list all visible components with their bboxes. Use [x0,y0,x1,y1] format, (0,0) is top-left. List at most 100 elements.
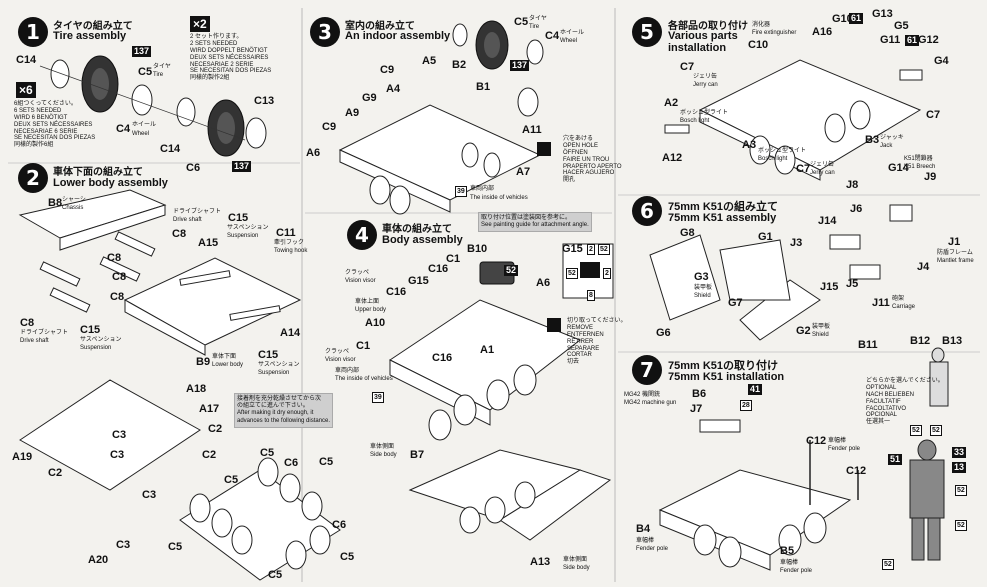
part-label: J1 [948,236,961,248]
part-label: G7 [728,297,743,309]
paint-number-badge: 52 [504,265,519,276]
fender-pole-label-jp-2: 車幅棒 [636,538,655,544]
part-label: A12 [662,152,683,164]
part-label: B12 [910,335,931,347]
paint-number-box: 52 [566,268,578,279]
step-7-title-jp: 75mm K51の取り付け [668,360,779,372]
paint-number-box: 52 [955,520,967,531]
part-label: G6 [656,327,671,339]
part-label: C7 [680,61,695,73]
fender-pole-label-en-3: Fender pole [780,568,813,574]
part-label: C14 [160,143,181,155]
part-label: C5 [260,447,275,459]
upper-body-label-jp: 車体上面 [355,299,380,305]
step-3-number: 3 [310,17,340,47]
paint-number-box: 28 [740,400,752,411]
bosch-light-label-jp: ボッシュ型ライト [680,110,729,116]
step-7-number: 7 [632,355,662,385]
part-label: A16 [812,26,833,38]
part-label: A14 [280,327,301,339]
step-3-title-jp: 室内の組み立て [345,21,415,32]
drive-shaft-label-en: Drive shaft [173,217,202,223]
paint-number-box: 52 [910,425,922,436]
paint-number-badge: 13 [952,462,967,473]
inside-label-jp: 車両内部 [470,186,495,192]
part-label: B6 [692,388,707,400]
visor-label-jp-2: クラッペ [325,349,350,355]
part-label: C3 [112,429,127,441]
step-1-title-en: Tire assembly [53,30,127,42]
step-5-title-en: Various parts installation [668,30,738,54]
part-label: G3 [694,271,709,283]
step-4-number: 4 [347,220,377,250]
part-label: C15 [80,324,101,336]
part-label: C3 [116,539,131,551]
part-label: G8 [680,227,695,239]
part-label: C5 [168,541,183,553]
mg42-label-en: MG42 machine gun [624,400,677,406]
part-label: G2 [796,325,811,337]
step7-installation-art [658,347,949,571]
jerry-can-label-en: Jerry can [693,82,718,88]
paint-number-box: 39 [372,392,384,403]
breech-label-jp: K51閉鎖器 [904,156,933,162]
paint-number-box: 52 [955,485,967,496]
side-body-label-jp: 車体側面 [370,444,395,450]
step-2-title-jp: 車体下面の組み立て [53,167,143,178]
jerry-can-label-jp-2: ジェリ缶 [810,162,835,168]
suspension-label-jp-3: サスペンション [258,362,300,368]
paint-guide-note: 取り付け位置は塗装図を参考に。 See painting guide for a… [478,212,592,233]
part-label: C8 [172,228,187,240]
inside-label-en: The inside of vehicles [335,376,393,382]
step2-lower-body-art [18,189,341,581]
suspension-label-en-3: Suspension [258,370,290,376]
part-label: J11 [872,297,890,309]
part-label: C11 [276,227,296,239]
part-label: C12 [846,465,867,477]
part-label: B7 [410,449,425,461]
shield-label-en-2: Shield [812,332,829,338]
paint-number-badge: 51 [888,454,903,465]
step-1-number: 1 [18,17,48,47]
tire-label-en: Tire [529,24,540,30]
part-label: J15 [820,281,839,293]
part-label: G9 [362,92,377,104]
jerry-can-label-en-2: Jerry can [810,170,835,176]
tire-label-en: Tire [153,72,164,78]
suspension-label-en: Suspension [227,233,259,239]
lower-body-label-jp: 車体下面 [212,354,237,360]
fender-pole-label-jp-3: 車幅棒 [780,560,799,566]
figure-soldier [909,439,945,561]
step4-body-art [389,243,614,541]
part-label: A3 [742,139,757,151]
part-label: A6 [536,277,551,289]
paint-number-box: 52 [882,559,894,570]
part-label: C6 [186,162,201,174]
step-3-title-en: An indoor assembly [345,30,451,42]
part-label: A7 [516,166,531,178]
part-label: C12 [806,435,827,447]
drive-shaft-label-jp: ドライブシャフト [173,209,222,215]
drive-shaft-label-en-2: Drive shaft [20,338,49,344]
step-4-title-jp: 車体の組み立て [382,224,452,235]
part-label: C16 [386,286,407,298]
inside-label-en: The inside of vehicles [470,195,528,201]
upper-body-label-en: Upper body [355,307,387,313]
mantlet-label-jp: 防盾フレーム [937,250,973,256]
wheel-label-en: Wheel [560,38,578,44]
paint-number-box: 52 [598,244,610,255]
part-label: C5 [224,474,239,486]
fender-pole-label-jp: 車幅棒 [828,438,847,444]
suspension-label-en-2: Suspension [80,345,112,351]
part-label: J6 [850,203,863,215]
visor-label-en: Vision visor [345,278,376,284]
step-4-title-en: Body assembly [382,234,463,246]
part-label: C8 [20,317,35,329]
visor-label-en-2: Vision visor [325,357,356,363]
part-label: A18 [186,383,207,395]
paint-number-badge: 137 [510,60,530,71]
step-6-number: 6 [632,196,662,226]
part-label: A17 [199,403,220,415]
inside-label-jp: 車両内部 [335,368,360,374]
